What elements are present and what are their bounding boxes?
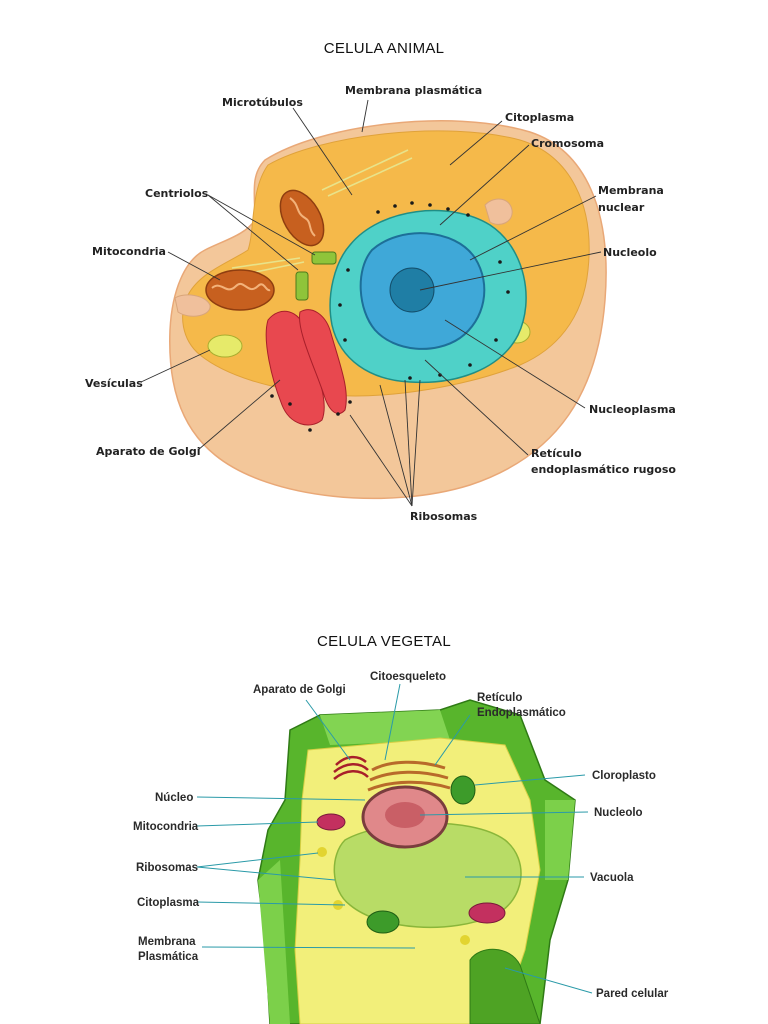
- animal-labels: Microtúbulos Membrana plasmática Citopla…: [85, 84, 676, 523]
- label-reticulo-1: Retículo: [531, 447, 582, 460]
- animal-leader-lines: [140, 99, 602, 507]
- chloroplast: [450, 775, 476, 805]
- animal-cell-title: CELULA ANIMAL: [323, 40, 445, 57]
- label-nucleolo: Nucleolo: [603, 246, 657, 259]
- ribosomes: [270, 201, 510, 432]
- nucleolus: [389, 267, 435, 313]
- plant-golgi: [333, 755, 369, 780]
- label-reticulo-vegetal-1: Retículo: [477, 692, 522, 704]
- plant-nucleolus: [385, 802, 425, 828]
- plant-mitochondria: [316, 813, 346, 831]
- label-aparato-golgi-vegetal: Aparato de Golgi: [253, 684, 346, 696]
- mitochondria-left: [205, 269, 275, 311]
- label-ribosomas-vegetal: Ribosomas: [136, 862, 198, 874]
- plant-cell-title: CELULA VEGETAL: [317, 633, 451, 650]
- label-membrana-plasmatica: Membrana plasmática: [345, 84, 482, 97]
- centrioles: [295, 251, 337, 301]
- label-membrana-vegetal-2: Plasmática: [138, 951, 199, 963]
- label-cloroplasto: Cloroplasto: [592, 770, 656, 782]
- label-membrana-vegetal-1: Membrana: [138, 936, 196, 948]
- label-microtubulos: Microtúbulos: [222, 96, 303, 109]
- label-vacuola: Vacuola: [590, 872, 634, 884]
- cell-wall-face: [258, 860, 290, 1024]
- label-cromosoma: Cromosoma: [531, 137, 604, 150]
- label-nucleo: Núcleo: [155, 792, 193, 804]
- plant-mitochondria: [468, 902, 506, 924]
- animal-cell-illustration: [140, 99, 607, 507]
- plant-cell-illustration: [196, 683, 593, 1024]
- mitochondria-top: [279, 189, 325, 247]
- plant-labels: Aparato de Golgi Citoesqueleto Retículo …: [133, 671, 669, 1000]
- microtubules: [231, 149, 413, 277]
- label-citoplasma: Citoplasma: [505, 111, 574, 124]
- label-vesiculas: Vesículas: [85, 377, 143, 390]
- label-citoesqueleto: Citoesqueleto: [370, 671, 446, 683]
- cell-wall-face: [320, 710, 450, 745]
- label-reticulo-2: endoplasmático rugoso: [531, 463, 676, 476]
- vesicle-left: [207, 334, 243, 358]
- chloroplast: [366, 910, 400, 934]
- animal-membrane-bump: [484, 198, 513, 225]
- cell-wall-front: [469, 948, 541, 1024]
- cell-wall-face: [545, 800, 575, 880]
- label-citoplasma-vegetal: Citoplasma: [137, 897, 200, 909]
- golgi-apparatus: [265, 309, 347, 426]
- plant-leader-lines: [196, 683, 593, 994]
- label-mitocondria-vegetal: Mitocondria: [133, 821, 199, 833]
- label-reticulo-vegetal-2: Endoplasmático: [477, 707, 566, 719]
- label-nucleoplasma: Nucleoplasma: [589, 403, 676, 416]
- label-pared-celular: Pared celular: [596, 988, 669, 1000]
- label-aparato-golgi: Aparato de Golgi: [96, 445, 200, 458]
- plant-er: [367, 760, 451, 792]
- label-mitocondria: Mitocondria: [92, 245, 166, 258]
- label-centriolos: Centriolos: [145, 187, 209, 200]
- label-membrana-nuclear-2: nuclear: [598, 201, 645, 214]
- label-ribosomas: Ribosomas: [410, 510, 478, 523]
- animal-membrane-bump: [174, 294, 211, 317]
- label-membrana-nuclear-1: Membrana: [598, 184, 664, 197]
- label-nucleolo-vegetal: Nucleolo: [594, 807, 643, 819]
